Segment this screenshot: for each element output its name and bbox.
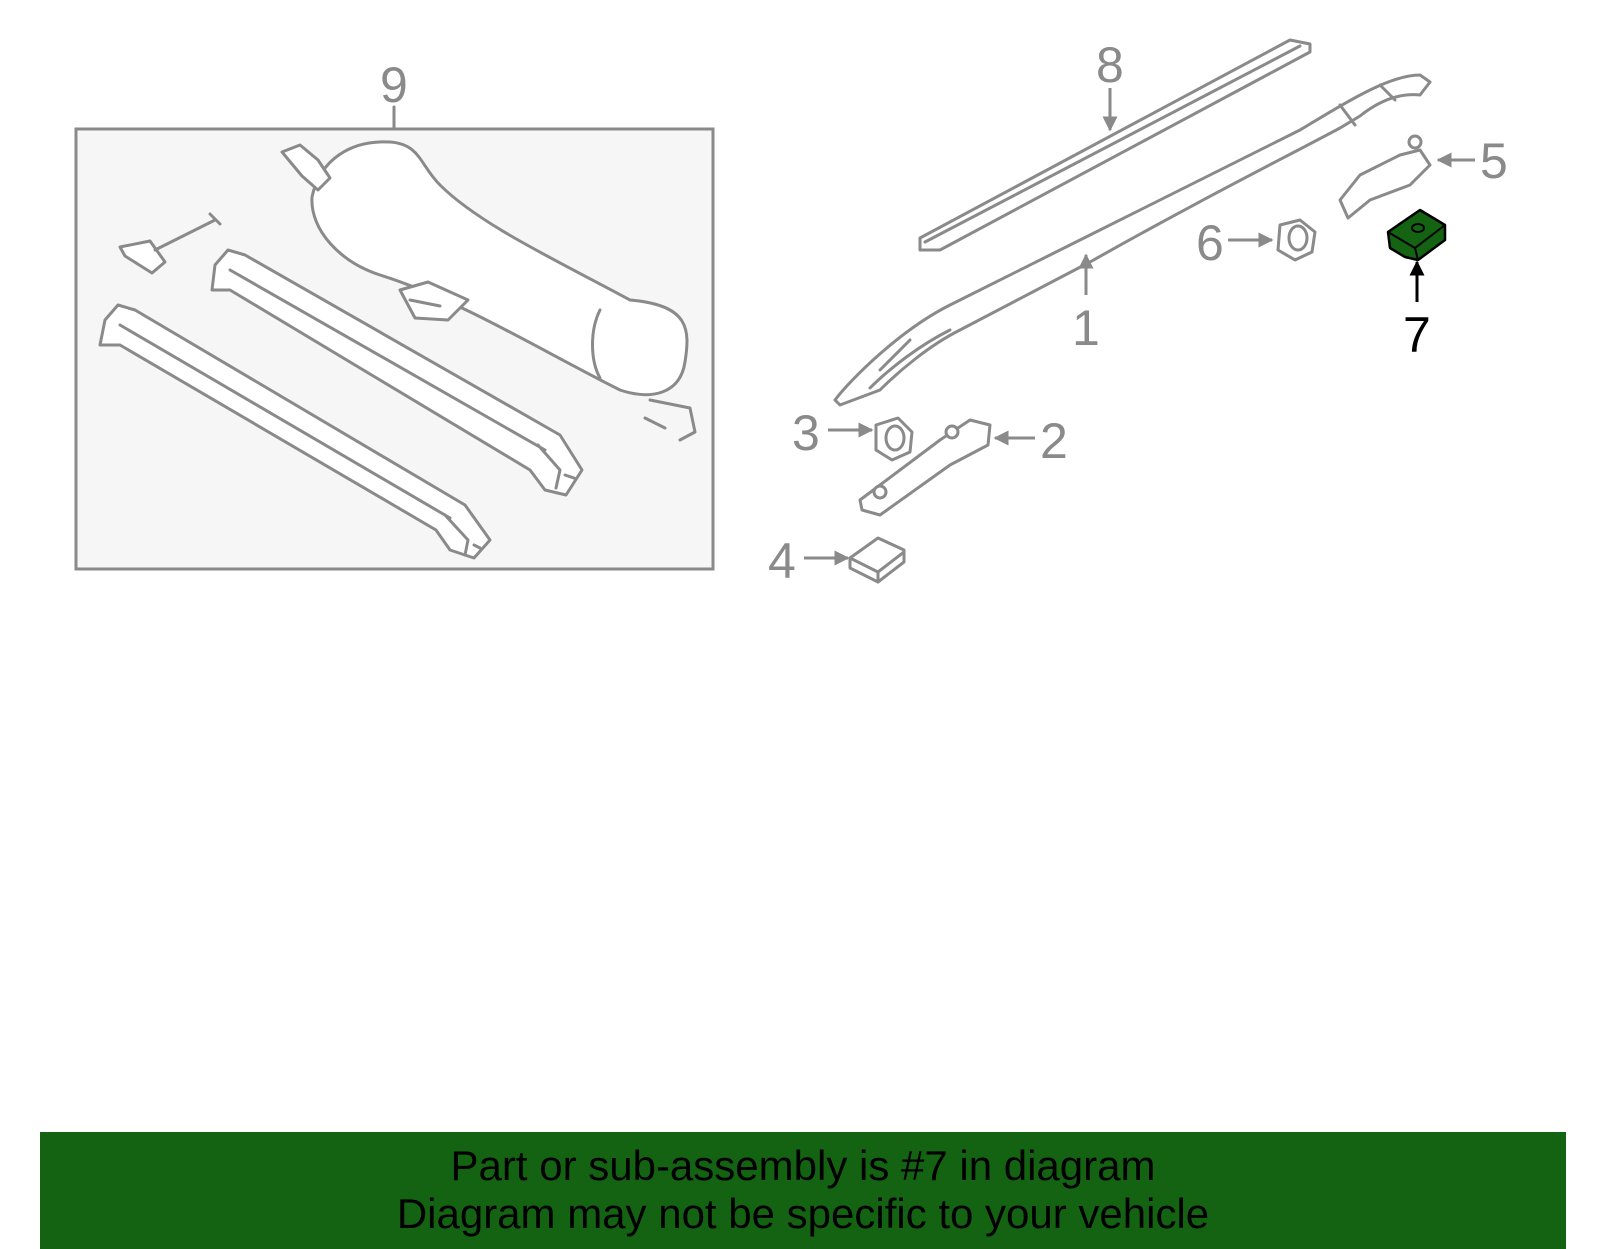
part-7-pad-highlighted[interactable]: 7 (1386, 208, 1447, 363)
callout-8: 8 (1096, 37, 1124, 93)
front-cross-bar (210, 248, 584, 497)
banner-line-1: Part or sub-assembly is #7 in diagram (450, 1142, 1156, 1189)
part-5-rear-bracket[interactable]: 5 (1338, 133, 1508, 220)
banner-line-2: Diagram may not be specific to your vehi… (396, 1190, 1210, 1237)
crossbar-storage-bag (280, 140, 697, 442)
callout-4: 4 (768, 533, 796, 589)
part-3-nut[interactable]: 3 (792, 405, 914, 462)
callout-1: 1 (1072, 300, 1100, 356)
callout-6: 6 (1196, 215, 1224, 271)
part-4-pad[interactable]: 4 (768, 533, 906, 589)
part-2-front-bracket[interactable]: 2 (858, 413, 1068, 517)
callout-7: 7 (1403, 307, 1431, 363)
callout-9: 9 (380, 57, 408, 113)
crossbar-key-tool (118, 212, 222, 275)
callout-3: 3 (792, 405, 820, 461)
part-info-banner: Part or sub-assembly is #7 in diagram Di… (40, 1132, 1566, 1249)
crossbar-kit-assembly[interactable]: 9 (74, 57, 715, 571)
callout-2: 2 (1040, 413, 1068, 469)
part-6-nut[interactable]: 6 (1196, 215, 1317, 271)
callout-5: 5 (1480, 133, 1508, 189)
part-1-roof-rail[interactable]: 1 (833, 73, 1432, 407)
part-8-molding-strip[interactable]: 8 (918, 37, 1312, 252)
rear-cross-bar (98, 303, 492, 560)
